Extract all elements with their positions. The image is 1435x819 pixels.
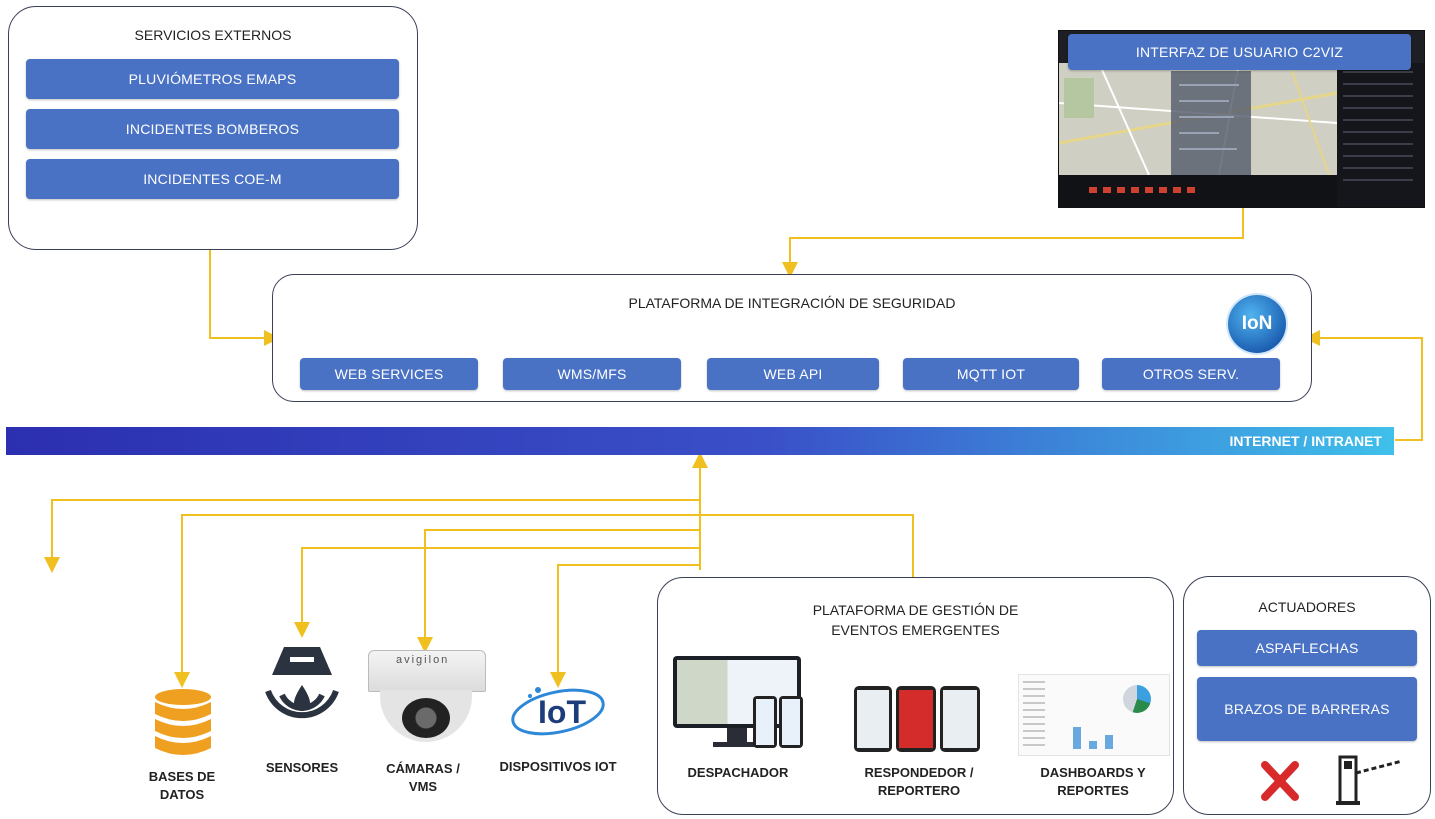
actuators-title: ACTUADORES [1258, 599, 1356, 615]
integration-platform-panel: PLATAFORMA DE INTEGRACIÓN DE SEGURIDAD I… [272, 274, 1312, 402]
cameras-label: CÁMARAS / VMS [386, 761, 460, 794]
external-services-title: SERVICIOS EXTERNOS [134, 27, 292, 43]
service-web-services[interactable]: WEB SERVICES [300, 358, 478, 390]
iot-logo-text: IoT [538, 694, 586, 730]
camera-brand-text: avigilon [396, 654, 450, 666]
service-wms-mfs[interactable]: WMS/MFS [503, 358, 681, 390]
ui-side-panel [1337, 63, 1424, 207]
ion-logo-text: IoN [1241, 313, 1273, 334]
barrier-gate-icon [1336, 755, 1403, 805]
dispatcher-icon [673, 656, 808, 754]
service-mqtt-iot[interactable]: MQTT IOT [903, 358, 1079, 390]
service-otros[interactable]: OTROS SERV. [1102, 358, 1280, 390]
actuator-aspaflechas[interactable]: ASPAFLECHAS [1197, 630, 1417, 666]
integration-platform-title: PLATAFORMA DE INTEGRACIÓN DE SEGURIDAD [628, 295, 956, 311]
camera-icon: avigilon [366, 650, 486, 750]
events-platform-panel: PLATAFORMA DE GESTIÓN DE EVENTOS EMERGEN… [657, 577, 1174, 815]
dashboard-icon [1018, 674, 1170, 756]
dispatcher-label: DESPACHADOR [687, 765, 789, 780]
close-x-icon [1261, 761, 1299, 801]
ion-logo-icon: IoN [1228, 295, 1286, 353]
ui-map [1059, 62, 1338, 179]
iot-devices-label: DISPOSITIVOS IOT [499, 759, 617, 774]
events-platform-title: PLATAFORMA DE GESTIÓN DE EVENTOS EMERGEN… [812, 602, 1019, 638]
map-streets-icon [1059, 62, 1338, 179]
external-item-bomberos[interactable]: INCIDENTES BOMBEROS [26, 109, 399, 149]
actuators-panel: ACTUADORES ASPAFLECHAS BRAZOS DE BARRERA… [1183, 576, 1431, 815]
actuator-brazos-barreras[interactable]: BRAZOS DE BARRERAS [1197, 677, 1417, 741]
databases-label: BASES DE DATOS [148, 769, 216, 802]
network-label: INTERNET / INTRANET [1229, 433, 1382, 449]
external-item-coe[interactable]: INCIDENTES COE-M [26, 159, 399, 199]
responder-icon [854, 686, 984, 754]
ui-bottom-bar [1059, 175, 1337, 207]
iot-icon: IoT [508, 682, 608, 744]
ui-title-button[interactable]: INTERFAZ DE USUARIO C2VIZ [1068, 34, 1411, 70]
sensor-icon [265, 647, 339, 719]
dashboards-label: DASHBOARDS Y REPORTES [1040, 765, 1146, 798]
database-icon [155, 689, 211, 755]
responder-label: RESPONDEDOR / REPORTERO [864, 765, 974, 798]
sensors-label: SENSORES [265, 760, 339, 775]
network-band: INTERNET / INTRANET [6, 427, 1394, 455]
service-web-api[interactable]: WEB API [707, 358, 879, 390]
external-item-pluviometros[interactable]: PLUVIÓMETROS EMAPS [26, 59, 399, 99]
external-services-panel: SERVICIOS EXTERNOS PLUVIÓMETROS EMAPS IN… [8, 6, 418, 250]
